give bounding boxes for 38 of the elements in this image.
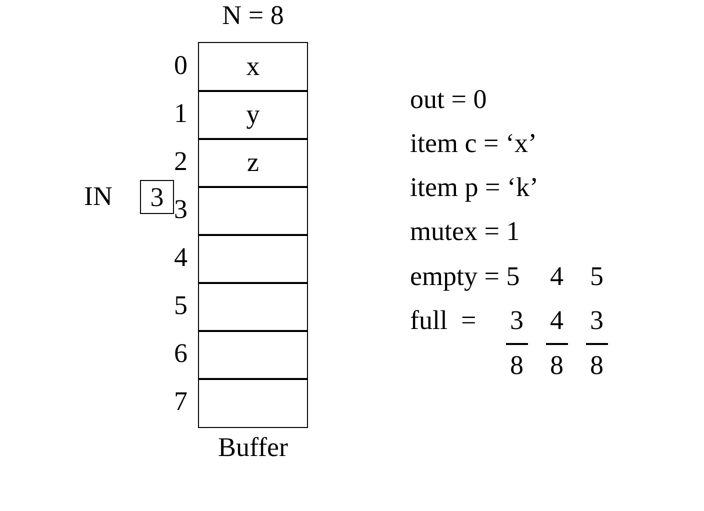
variable-text: 3 bbox=[510, 307, 524, 334]
variable-text: 4 bbox=[550, 263, 564, 290]
variable-text: 5 bbox=[590, 263, 604, 290]
buffer-slot bbox=[198, 378, 308, 428]
slot-value: x bbox=[246, 53, 260, 80]
slot-index: 7 bbox=[174, 388, 188, 415]
slot-index: 3 bbox=[174, 196, 188, 223]
variable-text: 8 bbox=[590, 352, 604, 379]
variable-text: 3 bbox=[590, 307, 604, 334]
variable-text: out = 0 bbox=[410, 86, 487, 113]
variable-text: 4 bbox=[550, 307, 564, 334]
slot-index: 2 bbox=[174, 148, 188, 175]
slot-value: z bbox=[247, 149, 259, 176]
size-label: N = 8 bbox=[221, 2, 285, 29]
pointer-box bbox=[140, 180, 174, 214]
slot-value: y bbox=[246, 101, 260, 128]
buffer-slot bbox=[198, 330, 308, 380]
slot-index: 5 bbox=[174, 292, 188, 319]
buffer-caption: Buffer bbox=[217, 434, 289, 461]
variable-text: mutex = 1 bbox=[410, 218, 520, 245]
variable-text: item p = ‘k’ bbox=[410, 174, 538, 201]
variable-text: 8 bbox=[550, 352, 564, 379]
slot-index: 1 bbox=[174, 100, 188, 127]
buffer-slot bbox=[198, 234, 308, 284]
buffer-slot bbox=[198, 282, 308, 332]
buffer-slot bbox=[198, 186, 308, 236]
variable-text: full = bbox=[410, 307, 476, 334]
buffer-slot bbox=[198, 90, 308, 140]
variable-text: 8 bbox=[510, 352, 524, 379]
slot-index: 6 bbox=[174, 340, 188, 367]
slot-index: 4 bbox=[174, 244, 188, 271]
variable-text: item c = ‘x’ bbox=[410, 130, 537, 157]
buffer-slot bbox=[198, 138, 308, 188]
pointer-value: 3 bbox=[150, 184, 164, 210]
pointer-label: IN bbox=[84, 183, 112, 210]
variable-text: empty = 5 bbox=[410, 263, 520, 290]
buffer-slot bbox=[198, 42, 308, 92]
slot-index: 0 bbox=[174, 52, 188, 79]
